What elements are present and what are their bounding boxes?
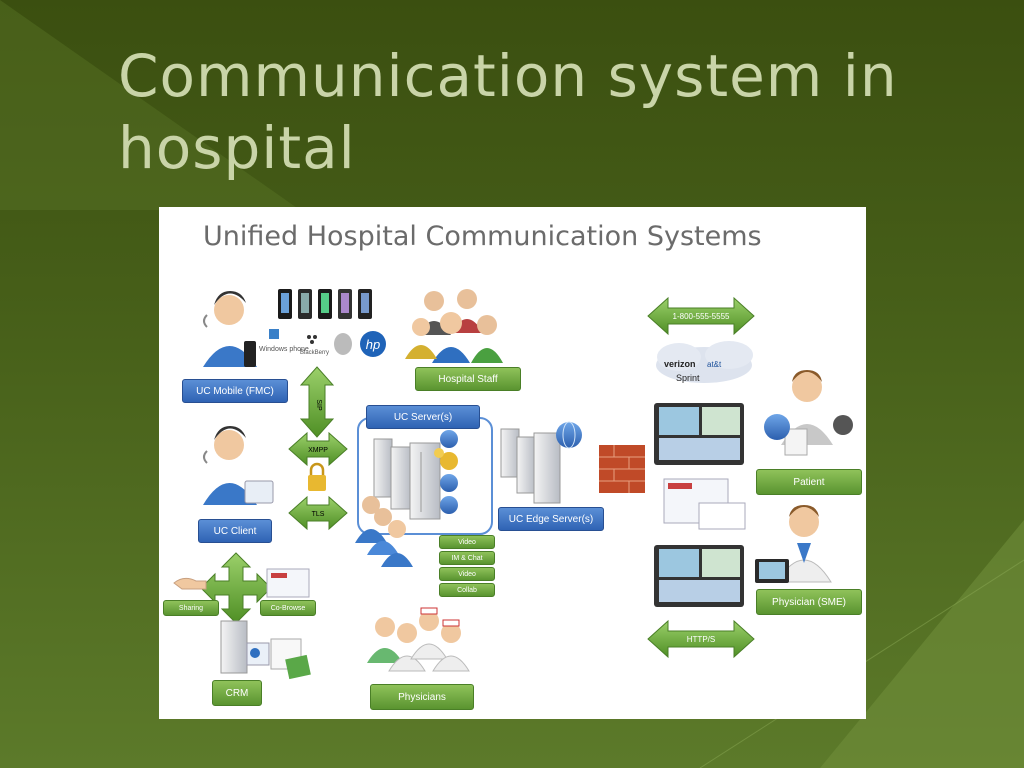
service-video-2: Video — [439, 567, 495, 581]
sprint-text: Sprint — [676, 373, 700, 383]
uc-mobile-label: UC Mobile (FMC) — [182, 379, 288, 403]
phone-number-text: 1-800-555-5555 — [673, 312, 730, 321]
video-monitor-bottom-icon — [654, 545, 744, 607]
service-video-1: Video — [439, 535, 495, 549]
carrier-cloud-icon — [656, 341, 753, 383]
smartphones-icon — [278, 289, 372, 319]
hospital-staff-icon — [405, 289, 503, 363]
firewall-icon — [599, 445, 645, 493]
blackberry-text: BlackBerry — [300, 350, 329, 356]
co-browse-screen-icon — [266, 568, 310, 598]
blackberry-icon — [307, 335, 317, 344]
service-bubbles-icon — [434, 430, 458, 514]
xmpp-arrow-icon — [288, 431, 348, 467]
uc-edge-servers-label: UC Edge Server(s) — [498, 507, 604, 531]
lock-icon — [308, 462, 326, 491]
sharing-label: Sharing — [163, 600, 219, 616]
patient-label: Patient — [756, 469, 862, 495]
crm-icon — [220, 620, 311, 680]
patient-icon — [764, 370, 853, 456]
slide-title: Communication system in hospital — [118, 42, 898, 182]
uc-client-icon — [203, 426, 274, 505]
diagram-card: Unified Hospital Communication Systems — [159, 207, 866, 719]
co-browse-label: Co-Browse — [260, 600, 316, 616]
hp-logo-icon — [360, 331, 386, 357]
uc-client-label: UC Client — [198, 519, 272, 543]
http-arrow-icon — [647, 619, 755, 659]
sip-top-text: SIP — [315, 399, 322, 411]
windows-phone-text: Windows phone — [259, 346, 309, 353]
xmpp-text: XMPP — [308, 447, 328, 454]
att-text: at&t — [707, 360, 722, 369]
mobile-user-icon — [203, 291, 257, 367]
uc-server-icon — [373, 438, 441, 520]
physician-sme-icon — [755, 505, 832, 583]
uc-servers-label: UC Server(s) — [366, 405, 480, 429]
uc-edge-server-icon — [500, 428, 561, 504]
crm-label: CRM — [212, 680, 262, 706]
physicians-icon — [367, 607, 470, 672]
video-monitor-top-icon — [654, 403, 744, 465]
apple-icon — [334, 333, 352, 355]
hp-text: hp — [366, 337, 380, 352]
service-im-chat: IM & Chat — [439, 551, 495, 565]
windows-icon — [269, 329, 279, 339]
diagram-title: Unified Hospital Communication Systems — [203, 221, 762, 252]
tls-arrow-icon — [288, 495, 348, 531]
verizon-text: verizon — [664, 359, 696, 369]
globe-icon — [556, 421, 582, 449]
sip-arrow-icon — [299, 366, 335, 438]
phone-number-arrow-icon — [647, 296, 755, 336]
hospital-staff-label: Hospital Staff — [415, 367, 521, 391]
service-collab: Collab — [439, 583, 495, 597]
physicians-label: Physicians — [370, 684, 474, 710]
http-text: HTTP/S — [687, 635, 715, 644]
web-chat-screen-icon — [663, 478, 746, 530]
diagram-graphics: hp Windows phone BlackBerry SIP XMPP — [173, 289, 853, 680]
sharing-hand-icon — [173, 577, 207, 590]
physician-sme-label: Physician (SME) — [756, 589, 862, 615]
callers-icon — [355, 496, 413, 567]
tls-text: TLS — [312, 511, 325, 518]
